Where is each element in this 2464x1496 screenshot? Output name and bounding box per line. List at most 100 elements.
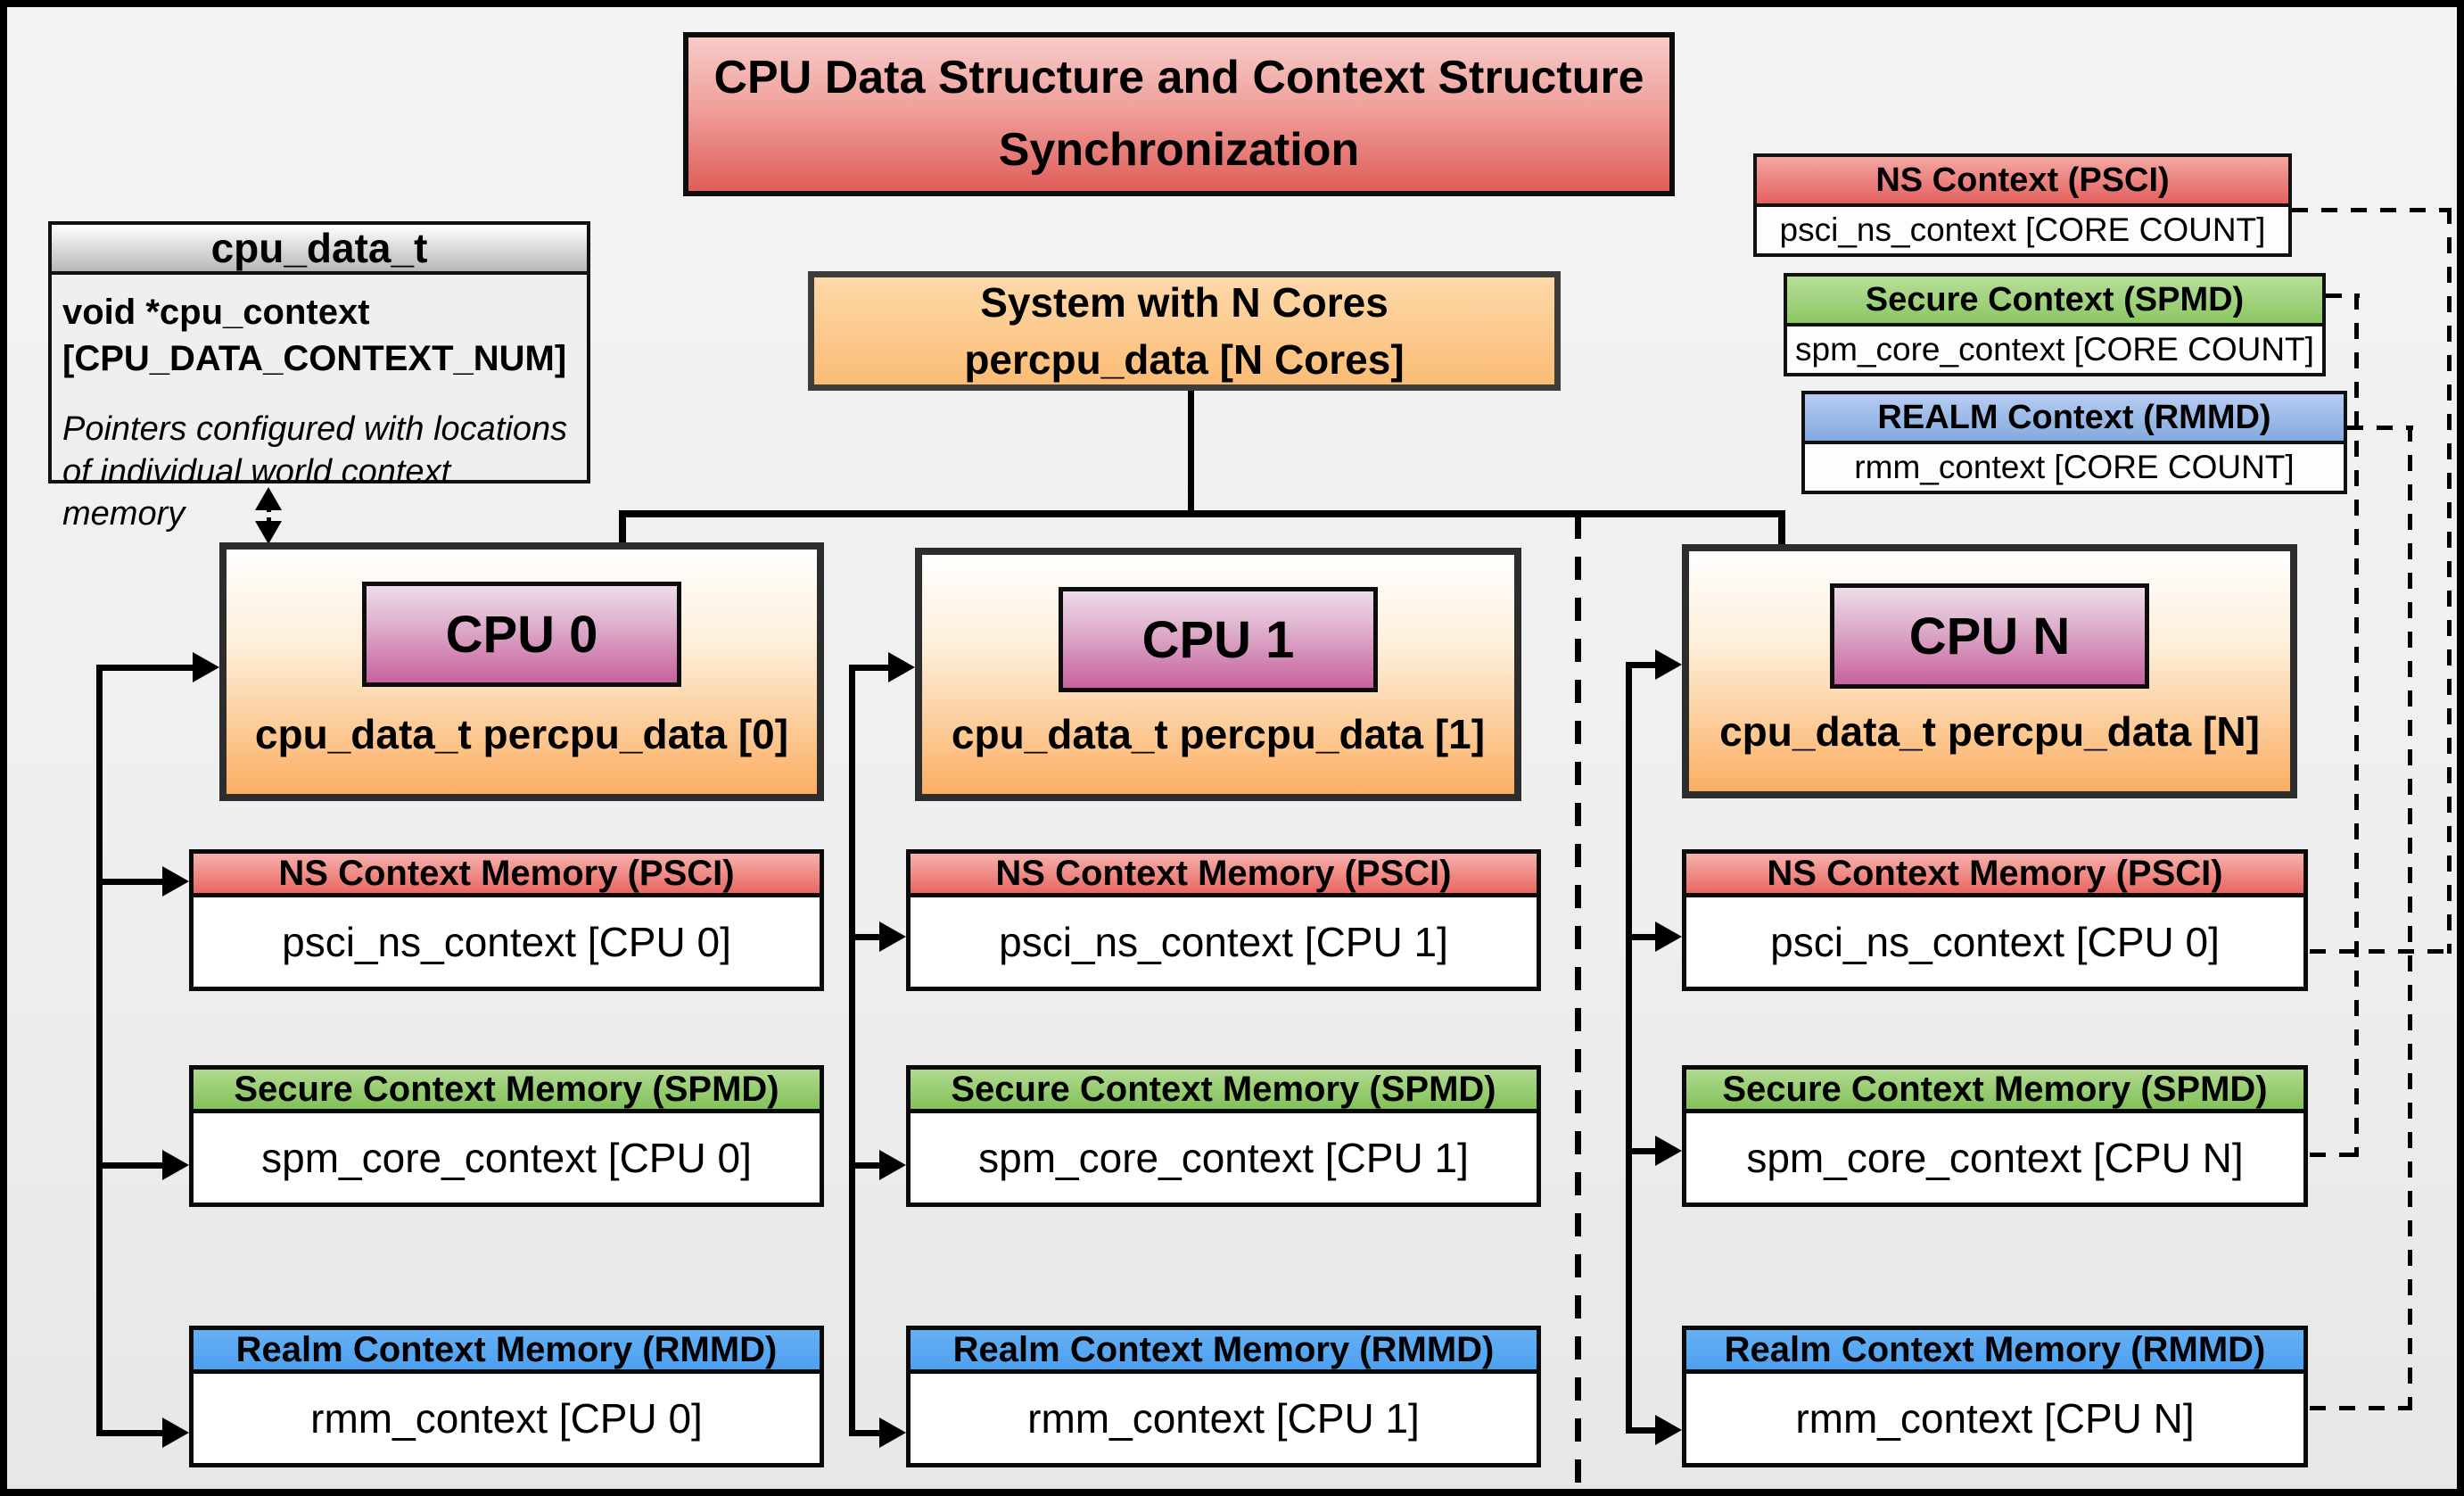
realm-context-memory-cpu0-body: rmm_context [CPU 0] [310,1395,703,1442]
ns-context-memory-cpun-body: psci_ns_context [CPU 0] [1770,919,2220,965]
secure-context-memory-cpu1-header: Secure Context Memory (SPMD) [911,1070,1537,1113]
realm-context-memory-cpu0-box: Realm Context Memory (RMMD) rmm_context … [189,1326,824,1467]
legend-secure-context-body: spm_core_context [CORE COUNT] [1787,326,2322,373]
cpu1-trunk-line [849,665,855,1436]
ns-context-memory-cpu1-box: NS Context Memory (PSCI) psci_ns_context… [906,849,1541,991]
ns-context-memory-cpu1-header: NS Context Memory (PSCI) [911,854,1537,897]
cpu-0-label: CPU 0 [362,582,681,687]
cpu-data-t-note: Pointers configured with locations of in… [62,409,576,536]
cpu-n-percpu-data: cpu_data_t percpu_data [N] [1719,708,2260,755]
arrow-into-realm-cpun [1655,1415,1682,1445]
cpun-trunk-line [1626,662,1632,1434]
cpu-0-box: CPU 0 cpu_data_t percpu_data [0] [219,542,824,801]
cpun-secure-arrow-line [1626,1148,1657,1154]
legend-ns-context-body: psci_ns_context [CORE COUNT] [1757,207,2288,253]
ns-context-memory-cpu0-body: psci_ns_context [CPU 0] [282,919,731,965]
cpu-data-t-field-line1: void *cpu_context [62,293,370,332]
ns-context-memory-cpu0-header: NS Context Memory (PSCI) [194,854,820,897]
arrow-into-cpun [1655,649,1682,680]
secure-legend-dashed-h-top [2326,293,2360,298]
arrow-into-secure-cpu1 [879,1150,906,1180]
realm-context-memory-cpun-box: Realm Context Memory (RMMD) rmm_context … [1682,1326,2308,1467]
cpu0-realm-arrow-line [96,1430,164,1436]
arrow-into-ns-cpu0 [162,866,189,897]
secure-context-memory-cpu0-header: Secure Context Memory (SPMD) [194,1070,820,1113]
cpu-data-t-box: cpu_data_t void *cpu_context [CPU_DATA_C… [48,221,590,533]
cpu-0-percpu-data: cpu_data_t percpu_data [0] [254,711,789,757]
cpu-data-t-body: void *cpu_context [CPU_DATA_CONTEXT_NUM]… [52,275,587,536]
cpu-data-t-note-line2: of individual world context memory [62,452,451,533]
arrow-into-cpu1 [888,652,915,682]
cpu-1-box: CPU 1 cpu_data_t percpu_data [1] [915,548,1521,801]
legend-ns-context-header: NS Context (PSCI) [1757,157,2288,207]
cpu-n-box: CPU N cpu_data_t percpu_data [N] [1682,544,2297,798]
cpu1-ns-arrow-line [849,934,881,940]
realm-context-memory-cpu1-header: Realm Context Memory (RMMD) [911,1330,1537,1374]
cpu-data-t-field-line2: [CPU_DATA_CONTEXT_NUM] [62,339,567,378]
cpu-data-t-note-line1: Pointers configured with locations [62,410,568,448]
ns-legend-dashed-h-bottom [2310,949,2451,954]
system-box-line2: percpu_data [N Cores] [964,336,1405,383]
arrow-into-realm-cpu1 [879,1417,906,1448]
cpu1-realm-arrow-line [849,1430,881,1436]
diagram-title-line1: CPU Data Structure and Context Structure [713,52,1644,104]
arrow-into-realm-cpu0 [162,1417,189,1448]
system-box: System with N Cores percpu_data [N Cores… [808,271,1561,391]
legend-realm-context-box: REALM Context (RMMD) rmm_context [CORE C… [1801,391,2347,494]
secure-context-memory-cpun-body: spm_core_context [CPU N] [1746,1135,2244,1181]
secure-context-memory-cpun-header: Secure Context Memory (SPMD) [1686,1070,2303,1113]
ns-legend-dashed-v [2447,208,2452,954]
legend-ns-context-box: NS Context (PSCI) psci_ns_context [CORE … [1753,153,2292,257]
realm-context-memory-cpu1-body: rmm_context [CPU 1] [1027,1395,1420,1442]
secure-context-memory-cpu1-box: Secure Context Memory (SPMD) spm_core_co… [906,1065,1541,1207]
dashed-link-line [267,503,271,526]
secure-context-memory-cpu0-box: Secure Context Memory (SPMD) spm_core_co… [189,1065,824,1207]
branch-drop-cpuN [1778,510,1785,548]
arrow-into-secure-cpun [1655,1136,1682,1166]
system-branch-stem [1188,391,1194,512]
realm-context-memory-cpu0-header: Realm Context Memory (RMMD) [194,1330,820,1374]
cpu0-secure-arrow-line [96,1162,164,1169]
cpu-1-percpu-data: cpu_data_t percpu_data [1] [951,711,1486,757]
realm-legend-dashed-h-bottom [2310,1406,2411,1410]
diagram-title-line2: Synchronization [998,124,1360,176]
arrow-into-cpu0 [193,652,219,682]
cpu-data-t-header: cpu_data_t [52,225,587,275]
column-separator-dashed-line [1575,516,1581,1489]
secure-legend-dashed-h-bottom [2310,1153,2358,1157]
cpu-n-label: CPU N [1830,583,2149,689]
secure-context-memory-cpu0-body: spm_core_context [CPU 0] [261,1135,752,1181]
arrow-into-secure-cpu0 [162,1150,189,1180]
arrow-into-ns-cpu1 [879,922,906,952]
ns-context-memory-cpun-box: NS Context Memory (PSCI) psci_ns_context… [1682,849,2308,991]
cpun-realm-arrow-line [1626,1427,1657,1434]
secure-context-memory-cpu1-body: spm_core_context [CPU 1] [978,1135,1469,1181]
diagram-title-box: CPU Data Structure and Context Structure… [683,32,1675,196]
ns-legend-dashed-h-top [2292,208,2451,212]
legend-secure-context-box: Secure Context (SPMD) spm_core_context [… [1784,273,2326,376]
legend-realm-context-body: rmm_context [CORE COUNT] [1805,444,2344,491]
system-branch-bar [619,510,1785,517]
arrow-into-ns-cpun [1655,922,1682,952]
cpu1-secure-arrow-line [849,1162,881,1169]
realm-context-memory-cpun-body: rmm_context [CPU N] [1795,1395,2195,1442]
cpu0-trunk-line [96,665,103,1436]
ns-context-memory-cpun-header: NS Context Memory (PSCI) [1686,854,2303,897]
cpu1-arrow-line [849,665,890,671]
realm-context-memory-cpun-header: Realm Context Memory (RMMD) [1686,1330,2303,1374]
ns-context-memory-cpu0-box: NS Context Memory (PSCI) psci_ns_context… [189,849,824,991]
realm-legend-dashed-v [2408,426,2412,1410]
cpu0-ns-arrow-line [96,879,164,885]
cpu0-arrow-line [96,665,194,671]
cpu-1-label: CPU 1 [1059,587,1378,692]
legend-realm-context-header: REALM Context (RMMD) [1805,394,2344,444]
dashed-arrowhead-down [255,521,282,544]
secure-context-memory-cpun-box: Secure Context Memory (SPMD) spm_core_co… [1682,1065,2308,1207]
realm-context-memory-cpu1-box: Realm Context Memory (RMMD) rmm_context … [906,1326,1541,1467]
branch-drop-cpu0 [619,510,626,546]
cpun-arrow-line [1626,662,1657,668]
ns-context-memory-cpu1-body: psci_ns_context [CPU 1] [999,919,1448,965]
system-box-line1: System with N Cores [980,278,1389,326]
realm-legend-dashed-h-top [2347,426,2413,430]
